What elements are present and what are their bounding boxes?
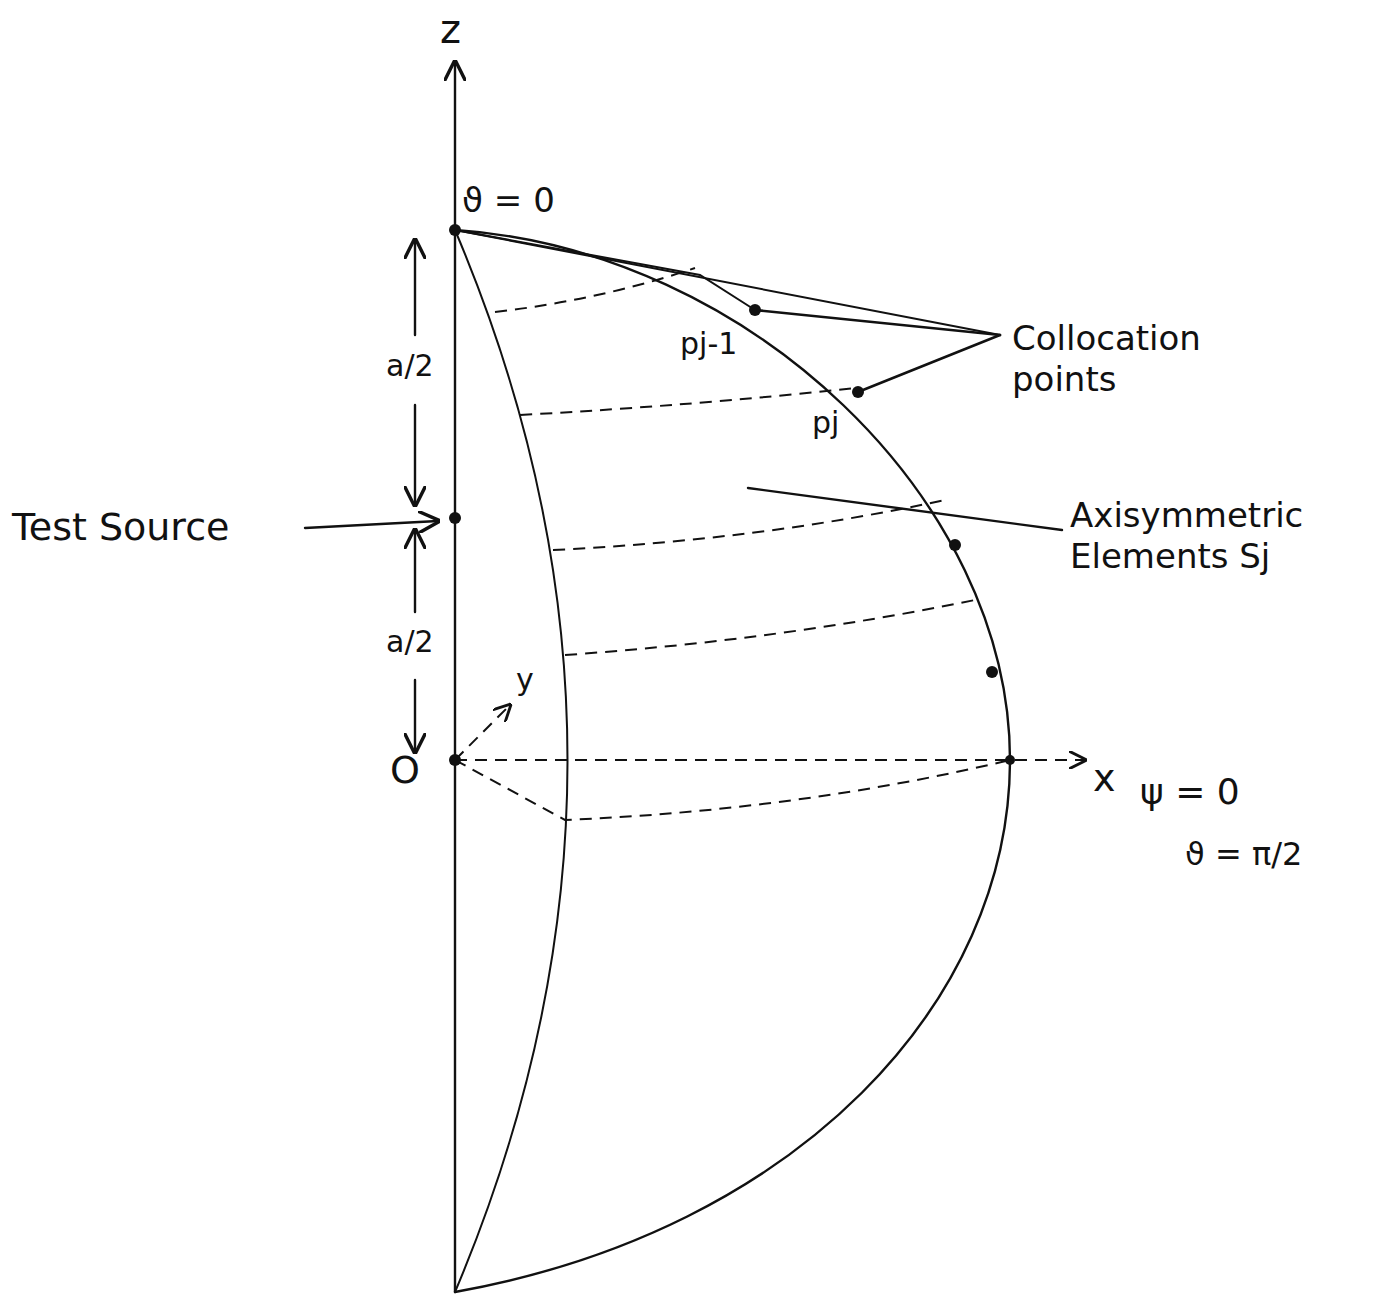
point-label: pj: [812, 405, 839, 441]
angle-label: ϑ = π/2: [1185, 835, 1302, 873]
angle-label: ϑ = 0: [462, 180, 555, 221]
dimension-label: a/2: [386, 348, 434, 384]
angle-label: ψ = 0: [1140, 770, 1240, 813]
callout-label: Collocation points: [1012, 318, 1252, 400]
inner-meridian: [455, 230, 568, 1292]
axis-label: x: [1093, 756, 1116, 802]
source-label: Test Source: [12, 505, 229, 551]
axis-label: y: [516, 662, 534, 698]
point-label: pj-1: [680, 326, 737, 362]
callout-label: Axisymmetric Elements Sj: [1070, 495, 1370, 577]
origin-label: O: [390, 748, 420, 794]
z-axis: [454, 62, 456, 1292]
axis-label: z: [440, 5, 461, 53]
dimension-label: a/2: [386, 624, 434, 660]
